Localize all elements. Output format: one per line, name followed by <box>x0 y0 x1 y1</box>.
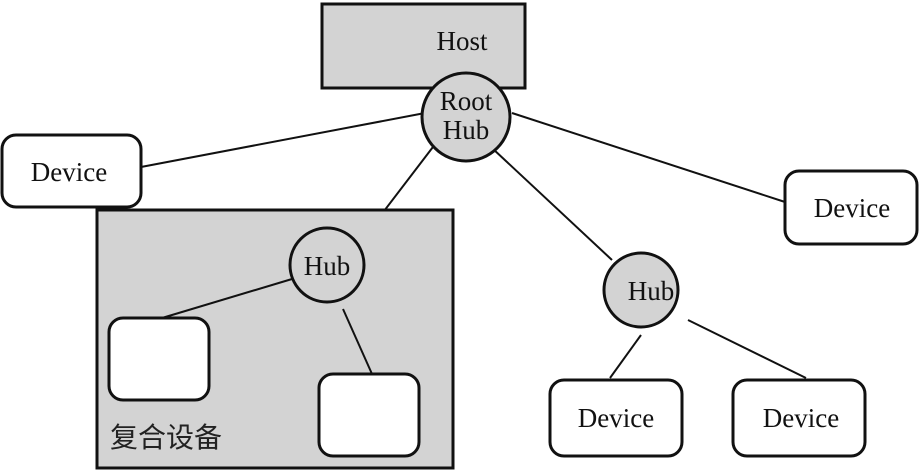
root-hub-label-line2: Hub <box>443 115 490 145</box>
hub2-device-left-box <box>548 378 684 458</box>
hub2-device-right-box <box>731 378 867 458</box>
hub2-device-left-label: Device <box>578 403 654 433</box>
root-hub-label-line1: Root <box>440 86 493 116</box>
left-device-label: Device <box>31 157 107 187</box>
right-device-box <box>783 169 919 246</box>
root-hub-node <box>420 71 512 163</box>
hub2-device-right-label: Device <box>763 403 839 433</box>
connector-hub2-device-right <box>687 319 807 379</box>
right-device-label: Device <box>814 193 890 223</box>
left-device-box <box>0 133 143 209</box>
connector-hub2-device-left <box>609 334 642 379</box>
host-label: Host <box>436 26 488 56</box>
composite-sub-device-2 <box>317 372 421 458</box>
host-box <box>320 2 527 90</box>
composite-sub-device-1 <box>107 316 211 402</box>
composite-device: Hub 复合设备 <box>95 208 455 470</box>
composite-device-label: 复合设备 <box>110 421 222 454</box>
connector-roothub-left-device <box>140 112 426 168</box>
hub2-node <box>602 251 680 329</box>
connector-composite-hub-sub1 <box>161 278 293 319</box>
connector-composite-hub-sub2 <box>342 308 373 375</box>
composite-hub-label: Hub <box>304 251 351 281</box>
hub2-label: Hub <box>628 276 675 306</box>
connector-roothub-right-device <box>511 112 786 203</box>
composite-hub-node <box>288 226 366 304</box>
connector-roothub-hub2 <box>491 147 613 261</box>
